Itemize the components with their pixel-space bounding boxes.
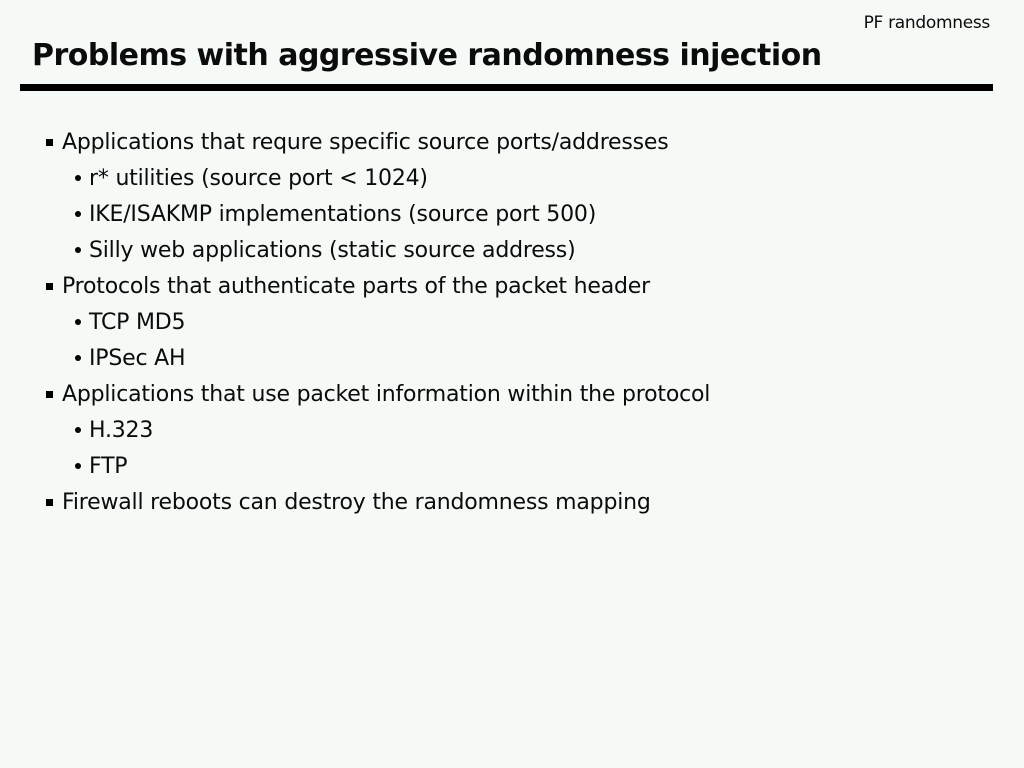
sub-bullet-text: r* utilities (source port < 1024)	[89, 165, 428, 191]
sub-bullet-item: TCP MD5	[0, 304, 1024, 340]
bullet-text: Protocols that authenticate parts of the…	[62, 273, 650, 299]
sub-bullet-item: FTP	[0, 448, 1024, 484]
bullet-item: Applications that requre specific source…	[0, 124, 1024, 160]
sub-bullet-item: IPSec AH	[0, 340, 1024, 376]
sub-bullet-text: TCP MD5	[89, 309, 186, 335]
sub-bullet-text: Silly web applications (static source ad…	[89, 237, 576, 263]
sub-bullet-text: IPSec AH	[89, 345, 186, 371]
corner-label: PF randomness	[863, 13, 991, 33]
bullet-list: Applications that requre specific source…	[0, 124, 1024, 520]
dot-bullet-icon	[75, 247, 81, 253]
square-bullet-icon	[46, 138, 53, 146]
dot-bullet-icon	[75, 463, 81, 469]
sub-bullet-item: IKE/ISAKMP implementations (source port …	[0, 196, 1024, 232]
dot-bullet-icon	[75, 355, 81, 361]
dot-bullet-icon	[75, 211, 81, 217]
sub-bullet-item: Silly web applications (static source ad…	[0, 232, 1024, 268]
bullet-text: Applications that requre specific source…	[62, 129, 669, 155]
sub-bullet-item: r* utilities (source port < 1024)	[0, 160, 1024, 196]
dot-bullet-icon	[75, 175, 81, 181]
bullet-text: Applications that use packet information…	[62, 381, 711, 407]
sub-bullet-text: IKE/ISAKMP implementations (source port …	[89, 201, 597, 227]
title-rule-divider	[20, 84, 993, 91]
dot-bullet-icon	[75, 427, 81, 433]
dot-bullet-icon	[75, 319, 81, 325]
sub-bullet-item: H.323	[0, 412, 1024, 448]
sub-bullet-text: H.323	[89, 417, 154, 443]
sub-bullet-text: FTP	[89, 453, 128, 479]
bullet-item: Applications that use packet information…	[0, 376, 1024, 412]
bullet-item: Firewall reboots can destroy the randomn…	[0, 484, 1024, 520]
square-bullet-icon	[46, 282, 53, 290]
bullet-text: Firewall reboots can destroy the randomn…	[62, 489, 651, 515]
bullet-item: Protocols that authenticate parts of the…	[0, 268, 1024, 304]
square-bullet-icon	[46, 498, 53, 506]
square-bullet-icon	[46, 390, 53, 398]
slide-title: Problems with aggressive randomness inje…	[32, 38, 822, 73]
